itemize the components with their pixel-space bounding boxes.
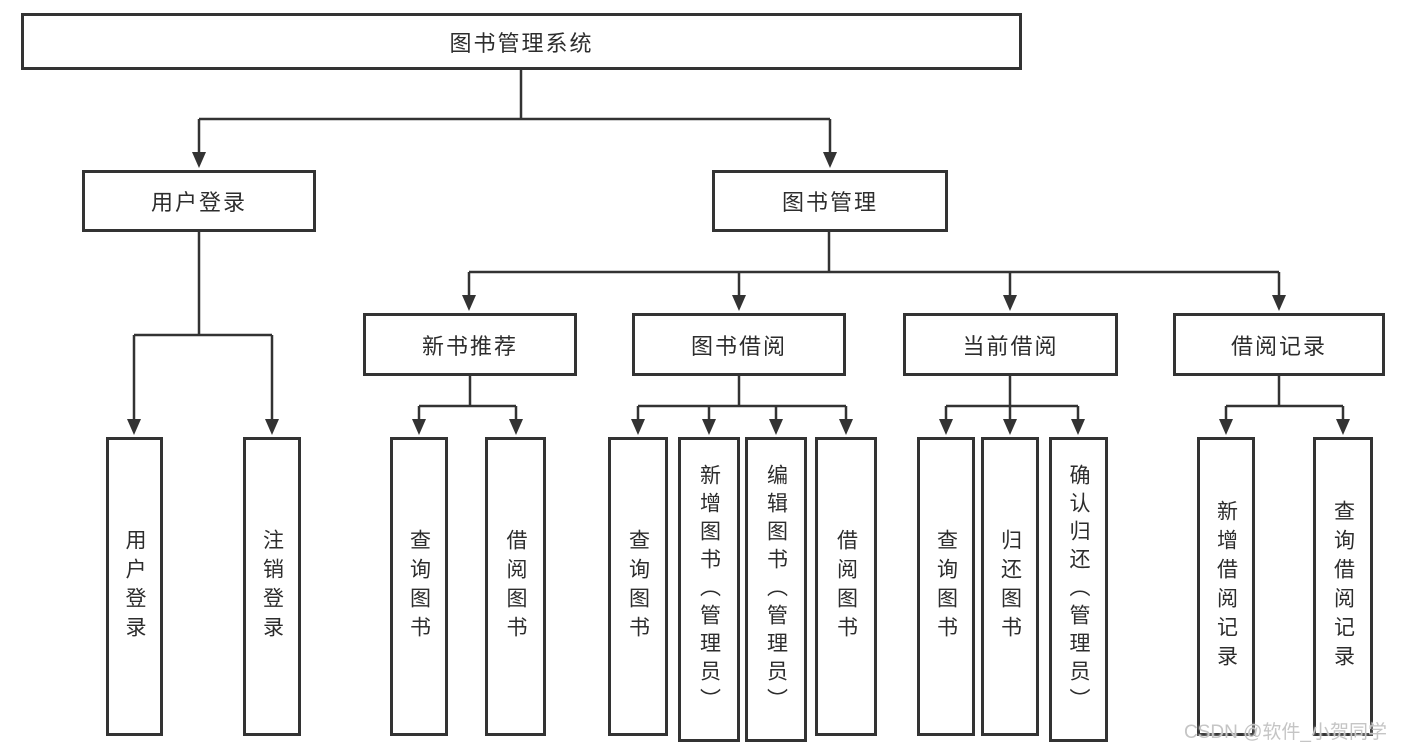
- arrowhead-icon: [412, 419, 426, 435]
- node-new-book-recommendation: 新书推荐: [363, 313, 577, 376]
- arrowhead-icon: [839, 419, 853, 435]
- connector: [132, 232, 274, 423]
- leaf-query-books-recommend: 查询图书: [390, 437, 448, 736]
- leaf-query-books-borrow: 查询图书: [608, 437, 668, 736]
- arrowhead-icon: [823, 152, 837, 168]
- node-book-management: 图书管理: [712, 170, 948, 232]
- leaf-user-login: 用户登录: [106, 437, 163, 736]
- arrowhead-icon: [769, 419, 783, 435]
- arrowhead-icon: [939, 419, 953, 435]
- leaf-add-books-admin: 新增图书（管理员）: [678, 437, 740, 742]
- leaf-logout: 注销登录: [243, 437, 301, 736]
- arrowhead-icon: [732, 295, 746, 311]
- arrowhead-icon: [1003, 419, 1017, 435]
- arrowhead-icon: [462, 295, 476, 311]
- arrowhead-icon: [509, 419, 523, 435]
- arrowhead-icon: [1071, 419, 1085, 435]
- leaf-borrow-books-recommend: 借阅图书: [485, 437, 546, 736]
- leaf-add-borrow-record: 新增借阅记录: [1197, 437, 1255, 736]
- connector: [417, 376, 518, 423]
- leaf-query-books-current: 查询图书: [917, 437, 975, 736]
- arrowhead-icon: [127, 419, 141, 435]
- node-library-management-system: 图书管理系统: [21, 13, 1022, 70]
- node-book-borrowing: 图书借阅: [632, 313, 846, 376]
- connector: [197, 70, 832, 156]
- arrowhead-icon: [1336, 419, 1350, 435]
- leaf-return-books: 归还图书: [981, 437, 1039, 736]
- arrowhead-icon: [1272, 295, 1286, 311]
- leaf-query-borrow-record: 查询借阅记录: [1313, 437, 1373, 736]
- arrowhead-icon: [1219, 419, 1233, 435]
- connector: [467, 232, 1281, 299]
- arrowhead-icon: [702, 419, 716, 435]
- connector: [636, 376, 848, 423]
- leaf-edit-books-admin: 编辑图书（管理员）: [745, 437, 807, 742]
- node-user-login: 用户登录: [82, 170, 316, 232]
- leaf-borrow-books: 借阅图书: [815, 437, 877, 736]
- arrowhead-icon: [265, 419, 279, 435]
- arrowhead-icon: [192, 152, 206, 168]
- connector: [1224, 376, 1345, 423]
- leaf-confirm-return-admin: 确认归还（管理员）: [1049, 437, 1108, 742]
- node-borrowing-records: 借阅记录: [1173, 313, 1385, 376]
- watermark: CSDN @软件_小贺同学: [1184, 722, 1387, 743]
- connector: [944, 376, 1080, 423]
- arrowhead-icon: [631, 419, 645, 435]
- node-current-borrowing: 当前借阅: [903, 313, 1118, 376]
- arrowhead-icon: [1003, 295, 1017, 311]
